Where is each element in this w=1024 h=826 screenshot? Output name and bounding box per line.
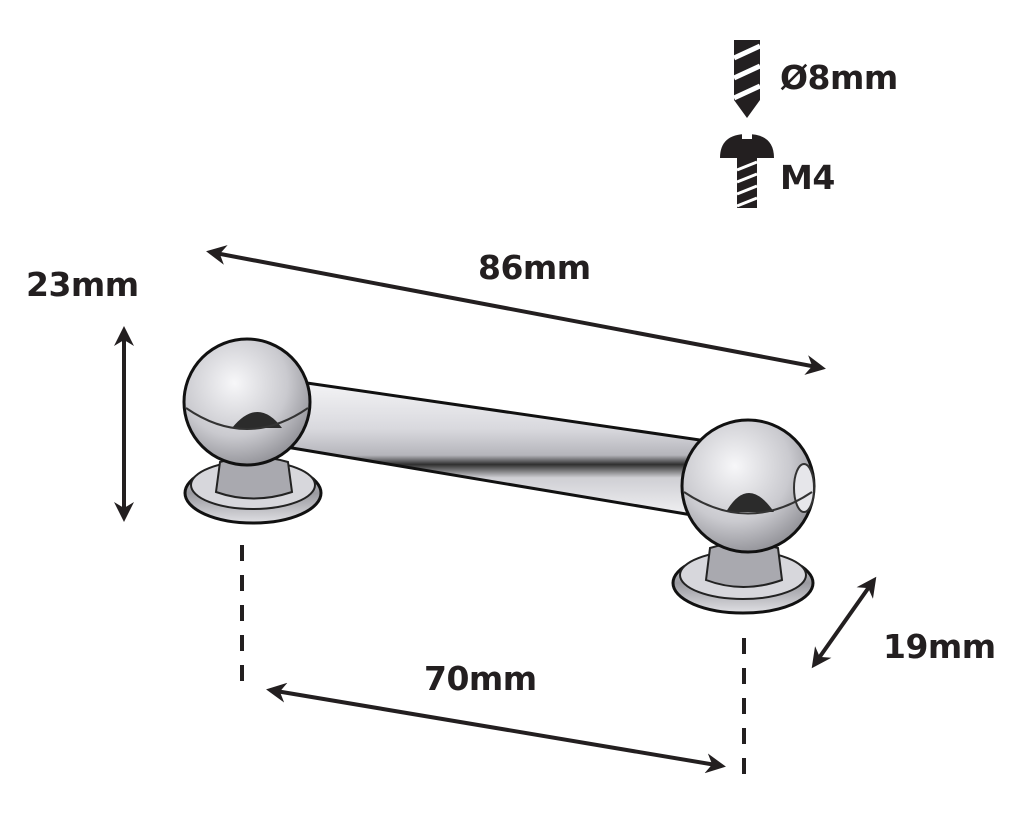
drill-icon: [732, 40, 762, 118]
spacing-arrow: [266, 682, 726, 774]
drill-size-label: Ø8mm: [780, 58, 898, 97]
handle-illustration: [182, 337, 816, 615]
length-label: 86mm: [478, 248, 591, 287]
screw-size-label: M4: [780, 158, 835, 197]
length-arrow: [206, 245, 826, 375]
hole-spacing-label: 70mm: [424, 659, 537, 698]
depth-arrow: [811, 576, 877, 669]
height-label: 23mm: [26, 265, 139, 304]
screw-icon: [720, 132, 774, 208]
depth-label: 19mm: [883, 627, 996, 666]
